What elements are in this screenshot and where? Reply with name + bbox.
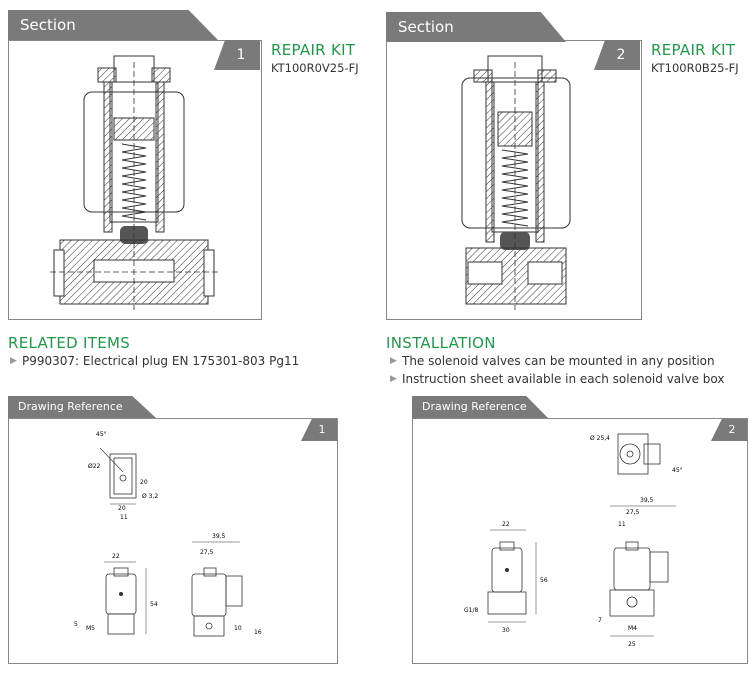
list-item-text: Instruction sheet available in each sole… — [402, 372, 725, 386]
drawing-reference-tab-2: Drawing Reference — [412, 396, 548, 418]
dim-label: 30 — [502, 627, 510, 634]
drawing-reference-label: Drawing Reference — [18, 400, 123, 413]
dim-label: 25 — [628, 641, 636, 648]
dim-label: 39,5 — [212, 533, 226, 540]
drawing-number-label: 1 — [318, 423, 326, 436]
dim-label: 5 — [74, 621, 78, 628]
list-item: ▶ P990307: Electrical plug EN 175301-803 … — [8, 352, 299, 370]
triangle-bullet-icon: ▶ — [390, 374, 397, 384]
dim-label: 27,5 — [626, 509, 640, 516]
section-tab-2: Section — [386, 12, 566, 42]
repair-kit-code-2: KT100R0B25-FJ — [651, 61, 739, 75]
dim-label: 39,5 — [640, 497, 654, 504]
dim-label: 56 — [540, 577, 548, 584]
dim-label: 22 — [112, 553, 120, 560]
dim-label: 7 — [598, 617, 602, 624]
dim-label: 22 — [502, 521, 510, 528]
drawing-number-label: 2 — [728, 423, 736, 436]
dim-label: 45° — [672, 467, 683, 474]
dim-label: 10 — [234, 625, 242, 632]
related-items-list: ▶ P990307: Electrical plug EN 175301-803 … — [8, 352, 299, 370]
drawing-number-1: 1 — [301, 419, 337, 441]
dim-label: 54 — [150, 601, 158, 608]
drawing-reference-panel-2 — [412, 418, 748, 664]
section-number-label: 2 — [616, 47, 626, 63]
dim-label: 16 — [254, 629, 262, 636]
dim-label: 20 — [118, 505, 126, 512]
technical-drawing-1: 45° Ø22 20 Ø 3,2 20 11 22 54 5 M5 39,5 2… — [74, 431, 262, 637]
dim-label: 20 — [140, 479, 148, 486]
section-number-label: 1 — [236, 47, 246, 63]
repair-kit-code-1: KT100R0V25-FJ — [271, 61, 359, 75]
installation-list: ▶ The solenoid valves can be mounted in a… — [388, 352, 724, 388]
drawing-reference-label: Drawing Reference — [422, 400, 527, 413]
dim-label: 11 — [120, 514, 128, 521]
triangle-bullet-icon: ▶ — [390, 356, 397, 366]
section-tab-1: Section — [8, 10, 218, 40]
dim-label: G1/8 — [464, 607, 478, 614]
section-tab-label: Section — [398, 18, 454, 36]
dim-label: 11 — [618, 521, 626, 528]
related-items-heading: RELATED ITEMS — [8, 334, 131, 352]
dim-label: 27,5 — [200, 549, 214, 556]
technical-drawing-2: Ø 25,4 45° 39,5 27,5 11 7 M4 25 22 56 G1… — [464, 433, 683, 648]
dim-label: M4 — [628, 625, 637, 632]
repair-kit-title-1: REPAIR KIT — [271, 41, 356, 59]
section-tab-label: Section — [20, 16, 76, 34]
dim-label: M5 — [86, 625, 95, 632]
list-item: ▶ Instruction sheet available in each sol… — [388, 370, 724, 388]
dim-label: Ø22 — [88, 463, 101, 470]
list-item-text: The solenoid valves can be mounted in an… — [402, 354, 715, 368]
section-drawing-2 — [461, 55, 571, 310]
section-drawing-1 — [50, 55, 220, 310]
triangle-bullet-icon: ▶ — [10, 356, 17, 366]
section-number-2: 2 — [594, 40, 640, 70]
repair-kit-title-2: REPAIR KIT — [651, 41, 736, 59]
drawing-reference-panel-1 — [8, 418, 338, 664]
dim-label: 45° — [96, 431, 107, 438]
dim-label: Ø 25,4 — [590, 435, 610, 442]
drawing-number-2: 2 — [711, 419, 747, 441]
drawing-reference-tab-1: Drawing Reference — [8, 396, 156, 418]
dim-label: Ø 3,2 — [142, 493, 158, 500]
list-item-text: P990307: Electrical plug EN 175301-803 P… — [22, 354, 300, 368]
list-item: ▶ The solenoid valves can be mounted in a… — [388, 352, 724, 370]
installation-heading: INSTALLATION — [386, 334, 496, 352]
